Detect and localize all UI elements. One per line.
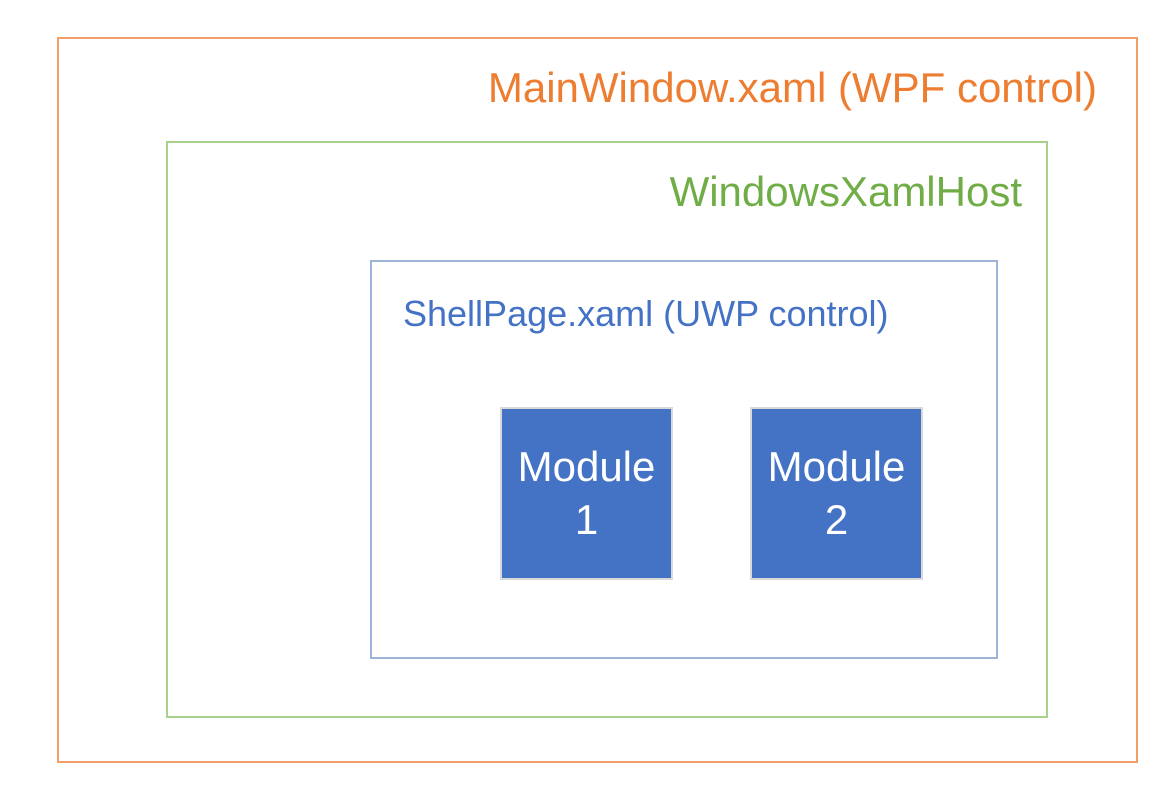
shellpage-label: ShellPage.xaml (UWP control) bbox=[403, 293, 889, 334]
mainwindow-box: MainWindow.xaml (WPF control) WindowsXam… bbox=[57, 37, 1138, 763]
module-2-label: Module 2 bbox=[767, 443, 906, 543]
windowsxamlhost-box: WindowsXamlHost ShellPage.xaml (UWP cont… bbox=[166, 141, 1048, 718]
shellpage-box: ShellPage.xaml (UWP control) Module 1 Mo… bbox=[370, 260, 998, 659]
mainwindow-label: MainWindow.xaml (WPF control) bbox=[487, 64, 1097, 111]
module-2-box: Module 2 bbox=[750, 407, 923, 580]
windowsxamlhost-label: WindowsXamlHost bbox=[669, 168, 1022, 215]
module-1-label: Module 1 bbox=[517, 443, 656, 543]
module-1-box: Module 1 bbox=[500, 407, 673, 580]
